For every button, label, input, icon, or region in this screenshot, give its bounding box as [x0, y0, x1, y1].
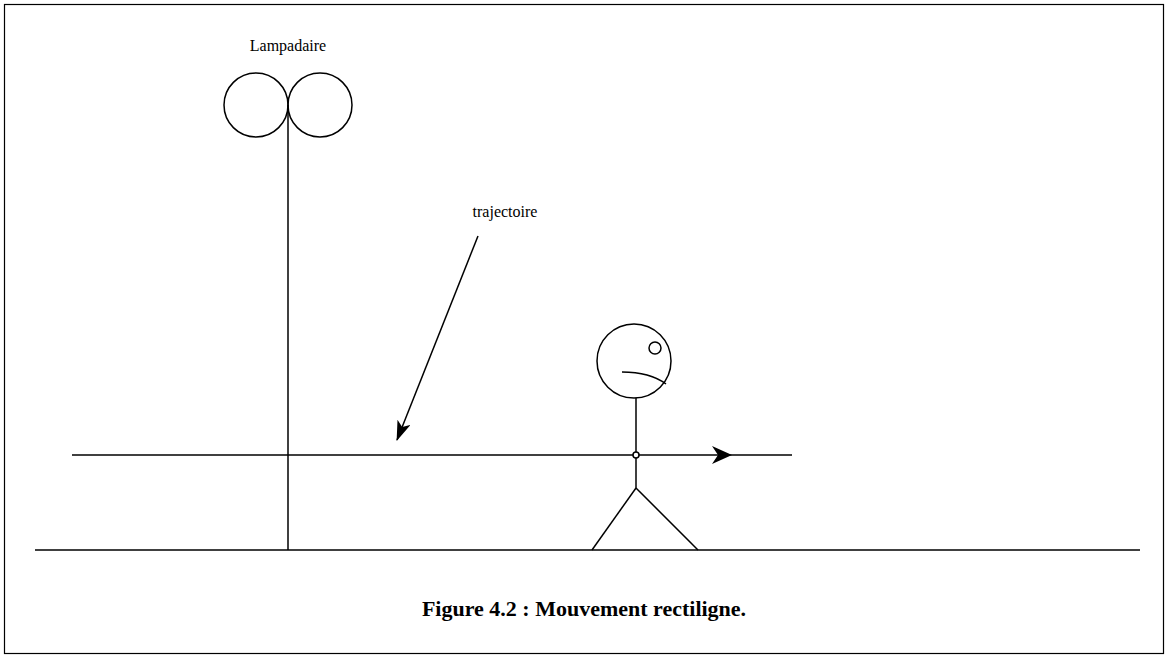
lamp-label: Lampadaire	[250, 36, 326, 55]
street-lamp	[224, 73, 352, 550]
leader-line	[397, 236, 478, 440]
trajectory-arrow	[712, 446, 732, 464]
trajectory-label: trajectoire	[473, 202, 538, 221]
ground-line	[35, 549, 1140, 551]
frame	[5, 5, 1164, 654]
stick-figure	[592, 324, 698, 550]
trajectory-line	[72, 454, 792, 456]
figure-caption: Figure 4.2 : Mouvement rectiligne.	[422, 596, 746, 622]
